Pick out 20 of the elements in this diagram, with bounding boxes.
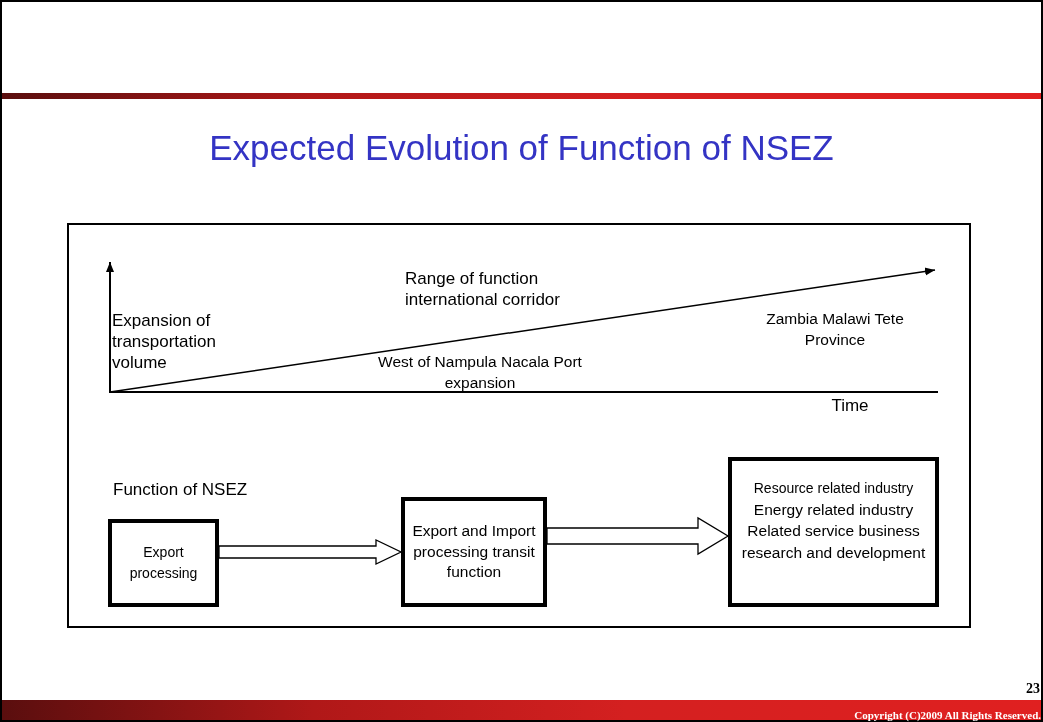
box-text: Export processing: [128, 543, 199, 583]
copyright-notice: Copyright (C)2009 All Rights Reserved.: [853, 709, 1041, 721]
axis-note: Function of NSEZ: [113, 479, 249, 500]
box-text: Resource related industry: [753, 479, 914, 498]
box-text: Related service business: [747, 521, 920, 542]
function-box: [728, 457, 939, 607]
axis-note: Expansion of transportation volume: [112, 310, 217, 373]
axis-note: Time: [830, 395, 870, 416]
function-box: [401, 497, 547, 607]
page-number: 23: [1025, 680, 1040, 698]
block-arrow: [546, 516, 730, 556]
axis-note: Zambia Malawi Tete Province: [765, 309, 905, 350]
box-text: Export and Import processing transit function: [411, 520, 537, 583]
block-arrow: [218, 538, 403, 566]
axis-note: Range of function international corridor: [405, 268, 561, 310]
box-text: research and development: [741, 542, 926, 563]
axis-note: West of Nampula Nacala Port expansion: [377, 352, 583, 393]
function-box: [108, 519, 219, 607]
box-text: Energy related industry: [753, 499, 914, 520]
slide-title: Expected Evolution of Function of NSEZ: [208, 128, 835, 168]
